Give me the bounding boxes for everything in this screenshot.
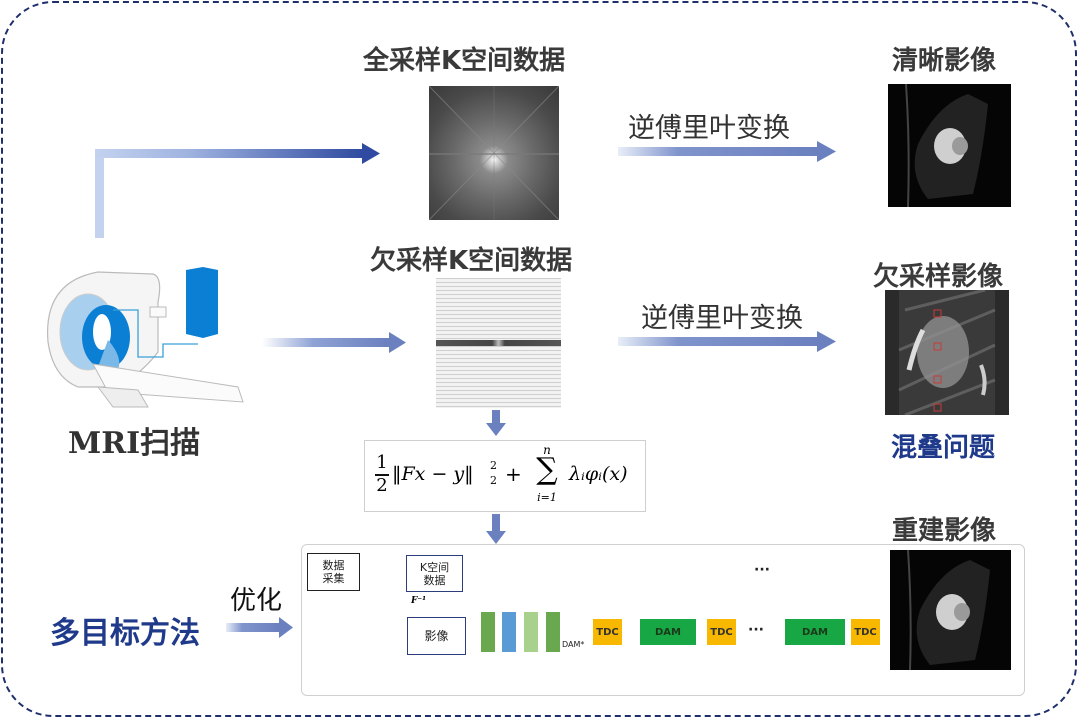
top-ellipsis: ··· <box>750 562 774 578</box>
conv-block-3 <box>524 612 538 652</box>
dam-block-1: DAM <box>640 619 696 645</box>
conv-block-2 <box>502 612 516 652</box>
under-sampled-mri-image <box>885 290 1009 415</box>
formula-norm-sub: 2 <box>490 474 497 487</box>
conv-block-1 <box>481 612 495 652</box>
dam-star-label: DAM* <box>562 640 585 649</box>
data-acquisition-box: 数据 采集 <box>307 553 360 591</box>
ifft-top-label: 逆傅里叶变换 <box>628 113 790 144</box>
ifft-mid-label: 逆傅里叶变换 <box>641 303 803 334</box>
tdc-block-3: TDC <box>851 619 880 645</box>
kspace-line2: 数据 <box>423 573 446 587</box>
data-acq-line1: 数据 <box>322 559 345 572</box>
formula-frac-bar <box>375 474 389 476</box>
scan-to-full-kspace-arrow <box>95 143 380 238</box>
clear-mri-image <box>888 84 1011 207</box>
aliasing-label: 混叠问题 <box>891 433 996 463</box>
reconstructed-mri-image <box>890 550 1011 670</box>
formula-sum-top: n <box>543 443 551 457</box>
ifft-mid-arrow <box>618 331 836 352</box>
clear-image-title: 清晰影像 <box>892 46 997 76</box>
full-kspace-title: 全采样K空间数据 <box>363 46 566 76</box>
tdc-block-1: TDC <box>593 619 622 645</box>
image-box: 影像 <box>407 617 466 655</box>
chain-ellipsis: ··· <box>748 622 764 638</box>
full-kspace-image <box>429 86 559 220</box>
conv-block-4 <box>546 612 560 652</box>
data-acq-line2: 采集 <box>322 572 345 585</box>
down-arrow-to-formula <box>486 410 506 436</box>
down-arrow-to-network <box>486 514 506 544</box>
mri-scan-label: MRI扫描 <box>68 426 201 461</box>
multi-objective-label: 多目标方法 <box>50 616 200 651</box>
recon-image-title: 重建影像 <box>892 516 997 546</box>
kspace-data-box: K空间 数据 <box>406 555 463 592</box>
mri-scanner-icon <box>46 267 244 408</box>
formula-frac-den: 2 <box>376 475 388 496</box>
inverse-fourier-label: F⁻¹ <box>411 596 427 606</box>
formula-frac-num: 1 <box>376 452 388 473</box>
formula-plus: + <box>505 462 522 486</box>
under-kspace-title: 欠采样K空间数据 <box>370 246 573 276</box>
ifft-top-arrow <box>618 141 836 162</box>
optimize-label: 优化 <box>230 586 283 616</box>
kspace-line1: K空间 <box>419 560 450 574</box>
under-image-title: 欠采样影像 <box>873 262 1004 292</box>
formula-sum-sign: ∑ <box>536 452 558 487</box>
optimize-arrow <box>226 617 293 638</box>
tdc-block-2: TDC <box>707 619 736 645</box>
dam-block-2: DAM <box>785 619 845 645</box>
formula-norm: ‖Fx − y‖ <box>392 463 474 485</box>
under-kspace-image <box>436 278 561 408</box>
formula-term: λᵢφᵢ(x) <box>569 463 628 485</box>
formula-sum-bottom: i=1 <box>537 491 557 504</box>
objective-formula: 1 2 ‖Fx − y‖ 2 2 + n ∑ i=1 λᵢφᵢ(x) <box>364 440 646 512</box>
scan-to-under-kspace-arrow <box>262 332 406 353</box>
formula-norm-sup: 2 <box>490 459 497 472</box>
